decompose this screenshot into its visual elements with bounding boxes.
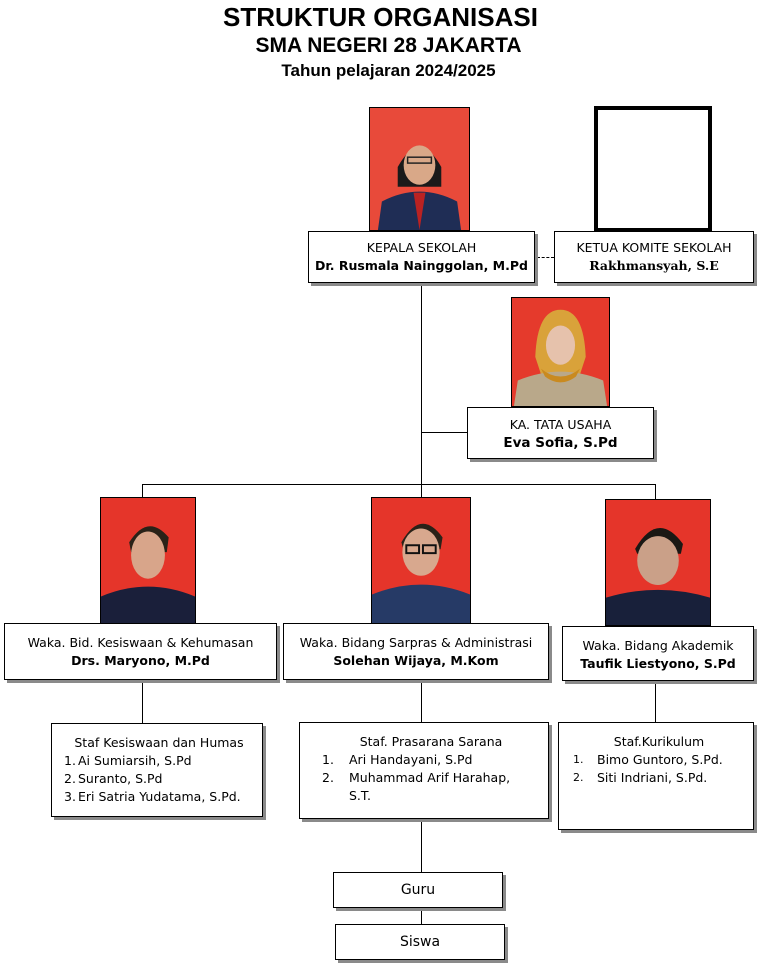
committee-box: KETUA KOMITE SEKOLAH Rakhmansyah, S.E [554, 231, 754, 283]
connector-committee-dashed [537, 257, 554, 258]
connector-guru-siswa [421, 907, 422, 924]
vice-principal-2-role: Waka. Bidang Sarpras & Administrasi [299, 635, 533, 650]
teachers-box: Guru [333, 872, 503, 908]
staff-member: 2.Suranto, S.Pd [64, 771, 163, 786]
vice-principal-1-name: Drs. Maryono, M.Pd [71, 653, 210, 668]
connector-trunk [421, 285, 422, 485]
staff-member: 2.Muhammad Arif Harahap, S.T. [322, 770, 511, 803]
vice-principal-2-photo [371, 497, 471, 625]
admin-head-name: Eva Sofia, S.Pd [503, 435, 618, 451]
principal-role: KEPALA SEKOLAH [366, 240, 477, 255]
staff-group-1-box: Staf Kesiswaan dan Humas 1.Ai Sumiarsih,… [51, 723, 263, 817]
connector-left [142, 484, 143, 498]
staff-group-2-title: Staf. Prasarana Sarana [359, 734, 503, 749]
vice-principal-1-box: Waka. Bid. Kesiswaan & Kehumasan Drs. Ma… [4, 623, 277, 680]
committee-role: KETUA KOMITE SEKOLAH [576, 240, 732, 255]
vice-principal-3-photo [605, 499, 711, 626]
vice-principal-1-photo [100, 497, 196, 625]
staff-group-3-box: Staf.Kurikulum 1.Bimo Guntoro, S.Pd. 2.S… [558, 722, 754, 830]
connector-center [421, 484, 422, 498]
teachers-label: Guru [400, 882, 436, 898]
staff-member: 3.Eri Satria Yudatama, S.Pd. [64, 789, 241, 804]
connector-right [655, 484, 656, 500]
connector-left-staff [142, 681, 143, 723]
principal-box: KEPALA SEKOLAH Dr. Rusmala Nainggolan, M… [308, 231, 535, 283]
staff-group-3-title: Staf.Kurikulum [613, 734, 705, 749]
vice-principal-3-name: Taufik Liestyono, S.Pd [580, 656, 736, 671]
connector-center-staff [421, 681, 422, 723]
staff-group-1-title: Staf Kesiswaan dan Humas [74, 735, 244, 750]
admin-head-role: KA. TATA USAHA [509, 417, 612, 432]
admin-head-photo [511, 297, 610, 407]
committee-name: Rakhmansyah, S.E [589, 258, 719, 273]
connector-horizontal [142, 484, 656, 485]
staff-member: 2.Siti Indriani, S.Pd. [573, 770, 708, 785]
vice-principal-3-role: Waka. Bidang Akademik [582, 638, 734, 653]
students-box: Siswa [335, 924, 505, 960]
students-label: Siswa [399, 934, 441, 950]
staff-member: 1.Bimo Guntoro, S.Pd. [573, 752, 723, 767]
admin-head-box: KA. TATA USAHA Eva Sofia, S.Pd [467, 407, 654, 459]
principal-photo [369, 107, 470, 231]
vice-principal-3-box: Waka. Bidang Akademik Taufik Liestyono, … [562, 626, 754, 681]
staff-group-2-box: Staf. Prasarana Sarana 1.Ari Handayani, … [299, 722, 549, 819]
connector-admin [421, 432, 467, 433]
connector-staff-guru [421, 820, 422, 872]
principal-name: Dr. Rusmala Nainggolan, M.Pd [315, 258, 528, 273]
committee-photo-placeholder [594, 106, 712, 232]
staff-member: 1.Ari Handayani, S.Pd [322, 752, 473, 767]
vice-principal-1-role: Waka. Bid. Kesiswaan & Kehumasan [27, 635, 254, 650]
academic-year: Tahun pelajaran 2024/2025 [281, 61, 496, 80]
connector-right-staff [655, 682, 656, 722]
staff-member: 1.Ai Sumiarsih, S.Pd [64, 753, 192, 768]
vice-principal-2-box: Waka. Bidang Sarpras & Administrasi Sole… [283, 623, 549, 680]
chart-title: STRUKTUR ORGANISASI [223, 2, 538, 32]
school-name: SMA NEGERI 28 JAKARTA [255, 34, 522, 57]
vice-principal-2-name: Solehan Wijaya, M.Kom [333, 653, 499, 668]
